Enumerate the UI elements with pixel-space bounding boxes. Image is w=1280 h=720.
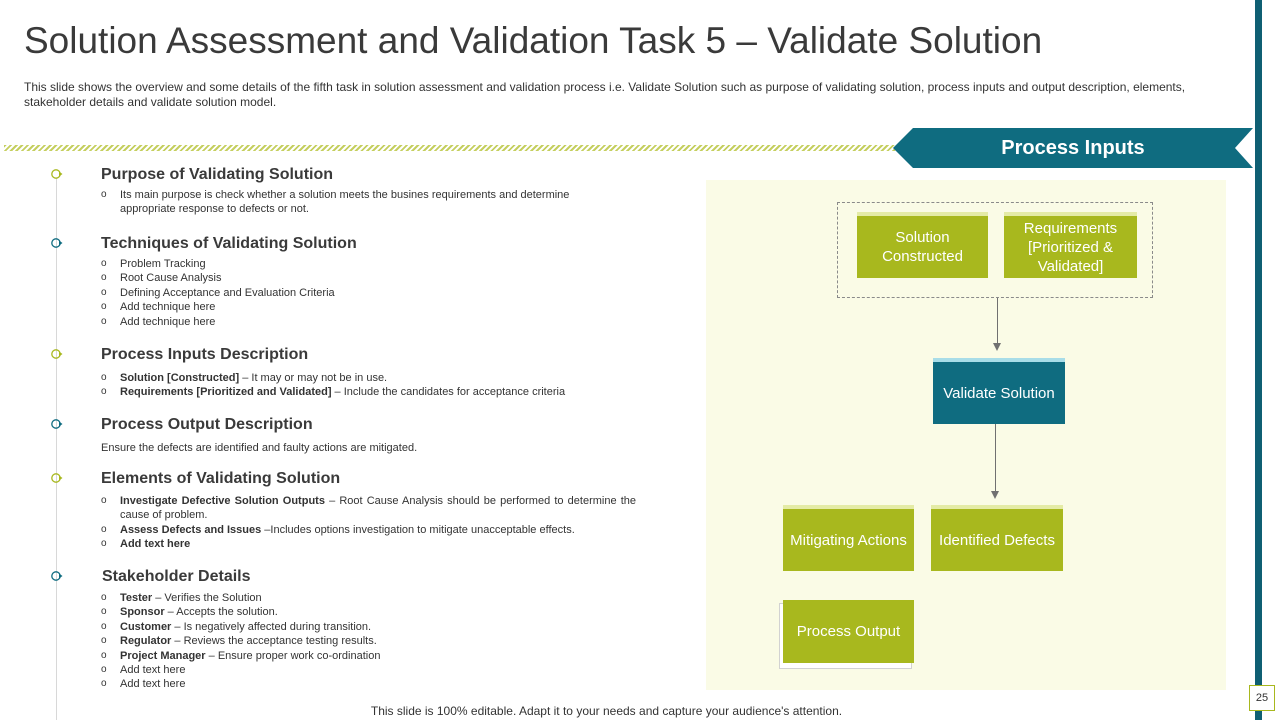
section-title: Process Inputs Description [101, 346, 309, 363]
bullet-item: Project Manager – Ensure proper work co-… [101, 649, 636, 664]
page-number: 25 [1249, 685, 1275, 711]
section-title: Elements of Validating Solution [101, 470, 341, 487]
footer-note: This slide is 100% editable. Adapt it to… [370, 704, 843, 718]
process-output-box: Process Output [783, 600, 914, 663]
bullet-item: Assess Defects and Issues –Includes opti… [101, 523, 636, 538]
bullet-item: Root Cause Analysis [101, 271, 636, 286]
bullet-item: Add technique here [101, 300, 636, 315]
arrow-down-2 [991, 424, 999, 499]
right-accent-bar [1255, 0, 1262, 720]
bullet-item: Add text here [101, 677, 636, 692]
section-title: Process Output Description [101, 416, 313, 433]
section-body: Ensure the defects are identified and fa… [101, 441, 636, 455]
bullet-item: Customer – Is negatively affected during… [101, 620, 636, 635]
bullet-item: Its main purpose is check whether a solu… [101, 188, 571, 217]
section-body: Investigate Defective Solution Outputs –… [101, 494, 636, 552]
section-title: Techniques of Validating Solution [101, 235, 357, 252]
bullet-item: Requirements [Prioritized and Validated]… [101, 385, 636, 400]
identified-defects-box: Identified Defects [931, 505, 1063, 571]
arrow-circle-icon [51, 349, 63, 359]
bullet-item: Add text here [101, 663, 636, 678]
banner-label: Process Inputs [1001, 137, 1145, 159]
bullet-item: Problem Tracking [101, 257, 636, 272]
slide-title: Solution Assessment and Validation Task … [24, 20, 1043, 61]
bullet-item: Investigate Defective Solution Outputs –… [101, 494, 636, 523]
section-title: Stakeholder Details [102, 568, 251, 585]
bullet-item: Sponsor – Accepts the solution. [101, 605, 636, 620]
section-body: Solution [Constructed] – It may or may n… [101, 371, 636, 400]
bullet-item: Defining Acceptance and Evaluation Crite… [101, 286, 636, 301]
arrow-circle-icon [51, 473, 63, 483]
arrow-down-1 [993, 298, 1001, 351]
requirements-box: Requirements [Prioritized & Validated] [1004, 212, 1137, 278]
slide-description: This slide shows the overview and some d… [24, 80, 1186, 109]
bullet-item: Add technique here [101, 315, 636, 330]
bullet-item: Tester – Verifies the Solution [101, 591, 636, 606]
section-text: Ensure the defects are identified and fa… [101, 442, 418, 454]
hatched-divider [4, 145, 896, 151]
mitigating-actions-box: Mitigating Actions [783, 505, 914, 571]
section-body: Its main purpose is check whether a solu… [101, 188, 571, 217]
timeline-line [56, 178, 57, 720]
bullet-item: Regulator – Reviews the acceptance testi… [101, 634, 636, 649]
arrow-circle-icon [51, 169, 63, 179]
section-body: Tester – Verifies the Solution Sponsor –… [101, 591, 636, 692]
arrow-circle-icon [51, 238, 63, 248]
inputs-group-box [837, 202, 1153, 298]
section-title: Purpose of Validating Solution [101, 166, 334, 183]
bullet-item: Add text here [101, 537, 636, 552]
arrow-circle-icon [51, 419, 63, 429]
validate-solution-box: Validate Solution [933, 358, 1065, 424]
bullet-item: Solution [Constructed] – It may or may n… [101, 371, 636, 386]
process-inputs-banner [893, 128, 1253, 168]
section-body: Problem Tracking Root Cause Analysis Def… [101, 257, 636, 329]
solution-constructed-box: Solution Constructed [857, 212, 988, 278]
arrow-circle-icon [51, 571, 63, 581]
